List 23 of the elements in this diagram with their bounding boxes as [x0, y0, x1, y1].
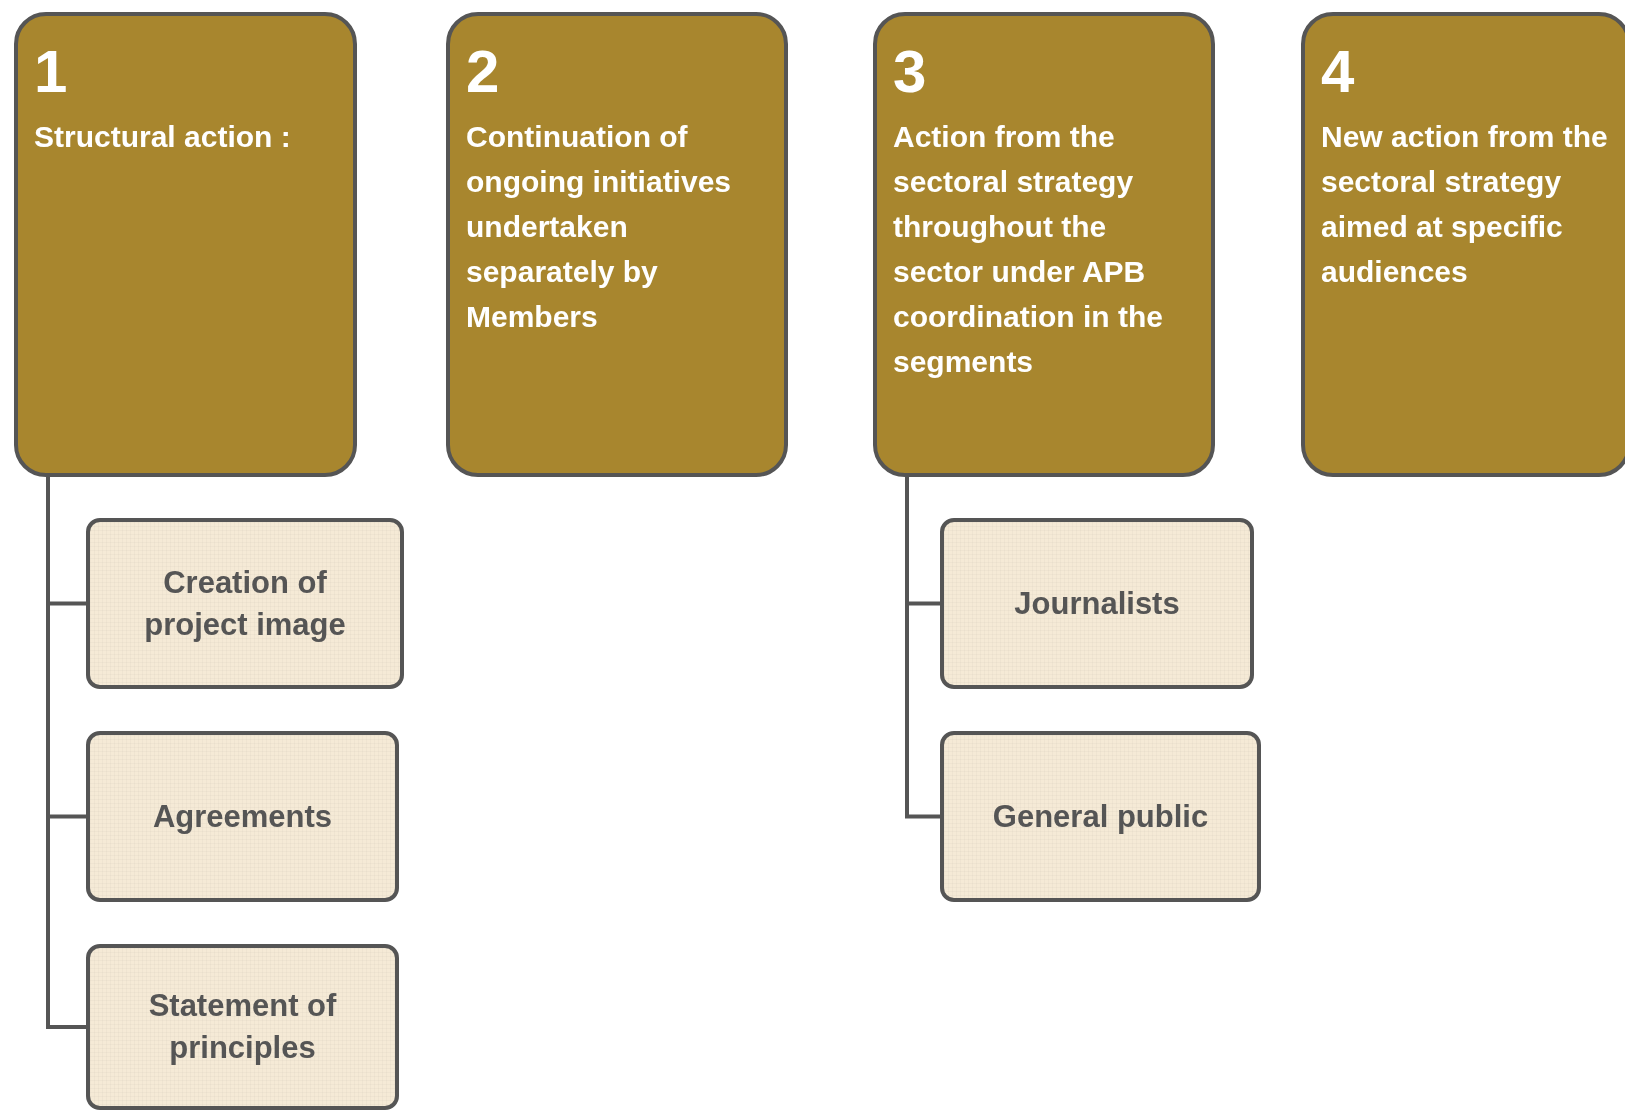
card-text: Action from the sectoral strategy throughout the sector under APB coordination in the segments	[893, 119, 1164, 380]
item-label: Statement of principles	[147, 987, 338, 1067]
action-card	[1301, 12, 1625, 477]
item-box	[86, 518, 404, 689]
item-label: Agreements	[152, 797, 333, 836]
card-text: Structural action :	[34, 119, 292, 155]
item-label: Creation of project image	[143, 563, 347, 644]
item-box	[940, 518, 1254, 689]
step-number: 3	[893, 37, 928, 107]
item-label: General public	[992, 797, 1209, 836]
item-box	[940, 731, 1261, 902]
item-box	[86, 731, 399, 902]
step-number: 2	[466, 37, 501, 107]
step-number: 4	[1321, 37, 1356, 107]
step-number: 1	[34, 37, 69, 107]
card-text: Continuation of ongoing initiatives undertaken separately by Members	[466, 119, 732, 335]
connector-line	[905, 477, 940, 819]
action-card	[446, 12, 788, 477]
item-box	[86, 944, 399, 1110]
card-text: New action from the sectoral strategy aimed at specific audiences	[1321, 119, 1609, 290]
action-card	[14, 12, 357, 477]
item-label: Journalists	[1014, 584, 1180, 623]
action-card	[873, 12, 1215, 477]
